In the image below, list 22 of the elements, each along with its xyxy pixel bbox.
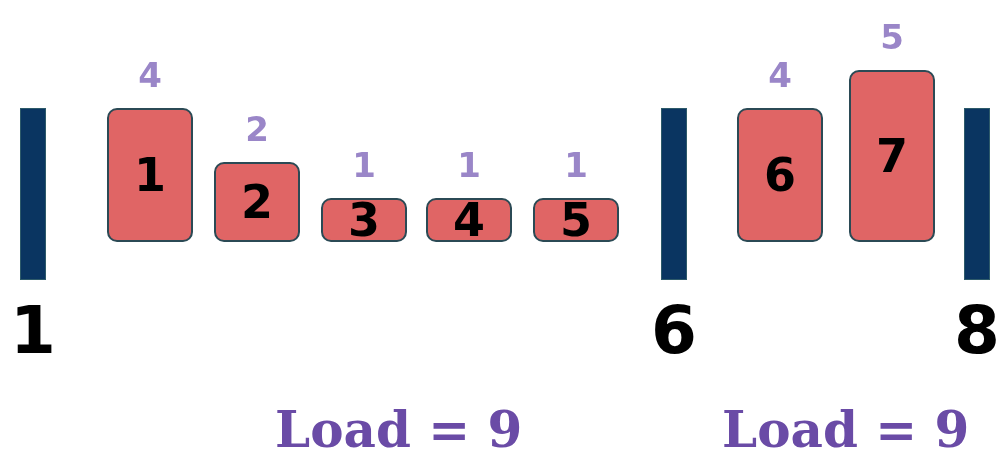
position-number: 1 [9, 298, 57, 364]
item-box: 6 [737, 108, 823, 242]
item-box: 5 [533, 198, 619, 242]
item-box: 3 [321, 198, 407, 242]
position-number: 8 [953, 298, 1001, 364]
weight-label: 1 [351, 148, 377, 182]
weight-label: 1 [563, 148, 589, 182]
weight-label: 2 [244, 112, 270, 146]
weight-label: 5 [879, 20, 905, 54]
load-total: Load = 9 [722, 405, 970, 455]
weight-label: 1 [456, 148, 482, 182]
item-box: 2 [214, 162, 300, 242]
divider-bar [964, 108, 990, 280]
item-box: 7 [849, 70, 935, 242]
divider-bar [661, 108, 687, 280]
position-number: 6 [650, 298, 698, 364]
load-total: Load = 9 [275, 405, 523, 455]
weight-label: 4 [137, 58, 163, 92]
item-box: 1 [107, 108, 193, 242]
weight-label: 4 [767, 58, 793, 92]
item-box: 4 [426, 198, 512, 242]
divider-bar [20, 108, 46, 280]
